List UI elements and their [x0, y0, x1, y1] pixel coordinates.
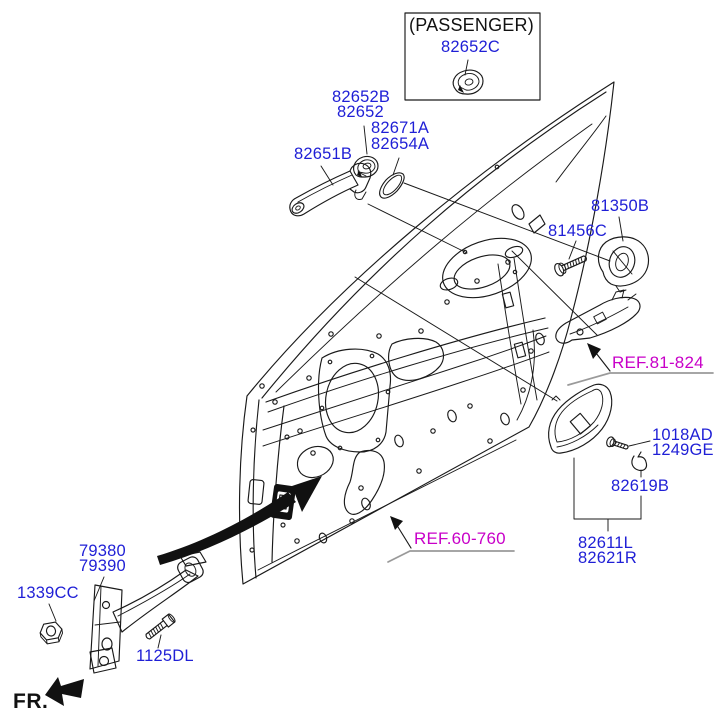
part-label-81456c[interactable]: 81456C: [548, 222, 607, 240]
part-label-79380[interactable]: 79380: [79, 542, 126, 560]
part-label-82621r[interactable]: 82621R: [578, 549, 637, 567]
passenger-option-box: [404, 12, 541, 101]
part-label-81350b[interactable]: 81350B: [591, 197, 650, 215]
grommet-clip-drawing: [631, 451, 648, 472]
part-label-82654a[interactable]: 82654A: [371, 135, 430, 153]
part-label-82652b[interactable]: 82652B: [332, 88, 391, 106]
inside-handle-housing-drawing: [548, 383, 613, 454]
exterior-handle-base-drawing: [555, 289, 641, 344]
cylinder-screw-drawing: [554, 255, 587, 277]
part-label-82651b[interactable]: 82651B: [294, 145, 353, 163]
part-label-82652c[interactable]: 82652C: [441, 38, 500, 56]
handle-pad-drawing: [379, 172, 405, 199]
passenger-box-title: (PASSENGER): [409, 15, 534, 35]
checker-nut-drawing: [39, 621, 64, 645]
checker-bolt-drawing: [145, 613, 176, 640]
exterior-handle-drawing: [289, 162, 372, 217]
part-label-82652[interactable]: 82652: [337, 103, 384, 121]
leader-lines: [48, 59, 651, 649]
part-label-1018ad[interactable]: 1018AD: [652, 426, 713, 444]
checker-direction-arrow: [157, 476, 322, 565]
door-key-cylinder-drawing: [597, 236, 650, 293]
panel-holes: [259, 259, 545, 544]
door-checker-drawing: [89, 551, 207, 674]
part-label-82619b[interactable]: 82619B: [611, 477, 670, 495]
ref-60-760-pointer: [387, 516, 515, 563]
reference-link-81-824[interactable]: REF.81-824: [612, 353, 704, 372]
part-label-1249ge[interactable]: 1249GE: [652, 441, 714, 459]
ref-81-824-pointer: [567, 343, 714, 386]
part-label-79390[interactable]: 79390: [79, 557, 126, 575]
part-label-82671a[interactable]: 82671A: [371, 119, 430, 137]
reference-link-60-760[interactable]: REF.60-760: [414, 529, 506, 548]
part-label-1339cc[interactable]: 1339CC: [17, 584, 79, 602]
part-label-1125dl[interactable]: 1125DL: [136, 647, 194, 665]
housing-screw-drawing: [606, 436, 629, 450]
front-direction-arrow: [45, 677, 84, 706]
passenger-cover-drawing: [452, 69, 484, 95]
part-label-82611l[interactable]: 82611L: [578, 534, 634, 552]
front-direction-label: FR.: [13, 690, 49, 713]
handle-cover-drawing: [353, 155, 379, 178]
